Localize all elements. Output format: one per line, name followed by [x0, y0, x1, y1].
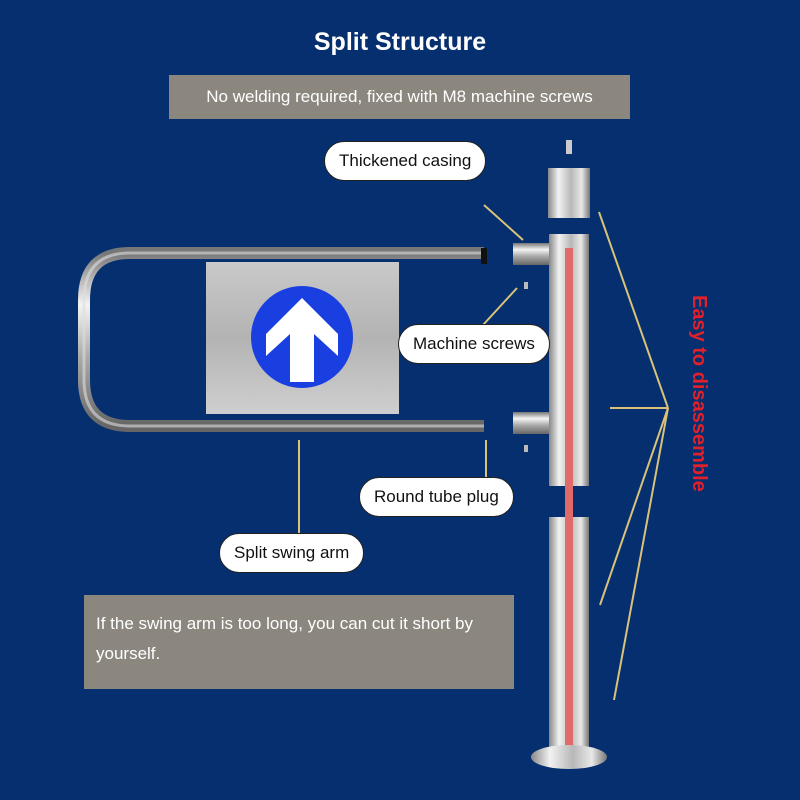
- callout-split-swing-arm: Split swing arm: [219, 533, 365, 573]
- callout-machine-screws: Machine screws: [398, 324, 550, 364]
- page-title: Split Structure: [313, 28, 487, 56]
- vertical-label-container: Easy to disassemble: [680, 295, 720, 535]
- leader-lines: [298, 204, 669, 701]
- subtitle-banner: No welding required, fixed with M8 machi…: [169, 75, 630, 119]
- callout-thickened-casing: Thickened casing: [324, 141, 487, 181]
- arrow-up-icon: [266, 298, 338, 382]
- vertical-label: Easy to disassemble: [688, 295, 710, 492]
- screw: [566, 140, 572, 154]
- red-light-strip: [565, 248, 573, 748]
- note-box: If the swing arm is too long, you can cu…: [84, 595, 514, 689]
- callout-round-tube-plug: Round tube plug: [359, 477, 514, 517]
- post-base: [531, 745, 607, 769]
- post-cap: [548, 168, 590, 218]
